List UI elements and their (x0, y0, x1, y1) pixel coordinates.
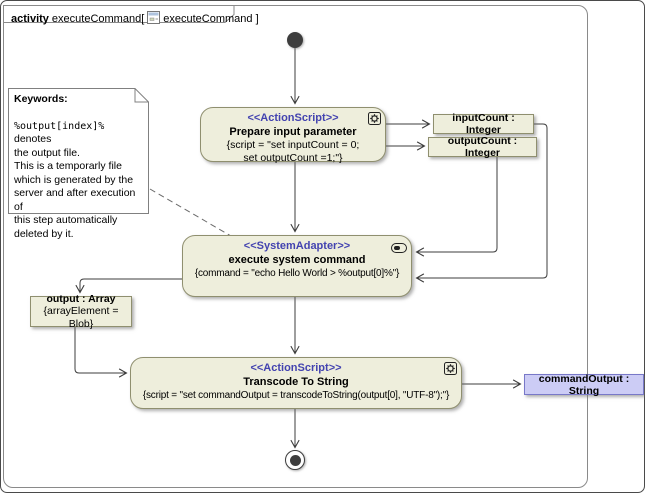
object-node-inputcount[interactable]: inputCount : Integer (433, 112, 534, 136)
inputcount-label: inputCount : Integer (452, 112, 515, 136)
note-body: %output[index]% denotes the output file.… (14, 120, 144, 242)
outputcount-label: outputCount : Integer (447, 135, 518, 159)
execute-stereotype: <<SystemAdapter>> (243, 240, 351, 252)
execute-spec: {command = "echo Hello World > %output[0… (194, 268, 400, 279)
frame-tab-diagram-name: executeCommand ] (163, 13, 259, 25)
system-adapter-icon (391, 240, 407, 258)
object-node-outputcount[interactable]: outputCount : Integer (428, 135, 537, 159)
action-execute-system-command[interactable]: <<SystemAdapter>> execute system command… (182, 235, 412, 297)
frame-tab-activity-name: executeCommand[ (51, 13, 145, 25)
commandoutput-label: commandOutput : String (538, 372, 630, 397)
note-title: Keywords: (14, 93, 68, 105)
frame-tab-shape (3, 5, 235, 23)
prepare-name: Prepare input parameter (229, 126, 357, 138)
prepare-spec: {script = "set inputCount = 0; set outpu… (226, 139, 360, 164)
parameter-node-commandoutput[interactable]: commandOutput : String (524, 372, 644, 397)
execute-name: execute system command (228, 254, 366, 266)
edge-inputcount-to-execute[interactable] (415, 123, 548, 283)
edge-execute-to-outputarray[interactable] (75, 278, 182, 294)
prepare-stereotype: <<ActionScript>> (247, 112, 339, 124)
note-anchor-dashed-line[interactable] (149, 188, 232, 237)
object-node-output-array[interactable]: output : Array {arrayElement = Blob} (30, 292, 132, 330)
activity-frame-tab[interactable]: activity executeCommand[ executeCommand … (3, 5, 259, 25)
output-array-label: output : Array (46, 292, 116, 305)
output-array-spec: {arrayElement = Blob} (43, 304, 119, 330)
final-node-dot (289, 454, 301, 466)
transcode-stereotype: <<ActionScript>> (250, 362, 342, 374)
script-gear-icon (444, 362, 457, 380)
action-prepare-input-parameter[interactable]: <<ActionScript>> Prepare input parameter… (200, 107, 386, 164)
edge-outputarray-to-transcode[interactable] (74, 327, 128, 378)
note-body-text: denotes the output file. This is a tempo… (14, 133, 136, 240)
note-shape (8, 88, 149, 214)
transcode-spec: {script = "set commandOutput = transcode… (142, 390, 450, 401)
note-code-keyword: %output[index]% (14, 120, 105, 132)
activity-diagram-icon (147, 11, 161, 27)
script-gear-icon (368, 112, 381, 130)
edge-outputcount-to-execute[interactable] (415, 157, 498, 257)
keywords-note[interactable]: Keywords: %output[index]% denotes the ou… (8, 88, 149, 240)
initial-node[interactable] (287, 32, 303, 48)
action-transcode-to-string[interactable]: <<ActionScript>> Transcode To String {sc… (130, 357, 462, 409)
final-node[interactable] (285, 450, 305, 470)
activity-frame (3, 5, 588, 488)
transcode-name: Transcode To String (243, 376, 349, 388)
frame-tab-keyword: activity (11, 13, 49, 25)
